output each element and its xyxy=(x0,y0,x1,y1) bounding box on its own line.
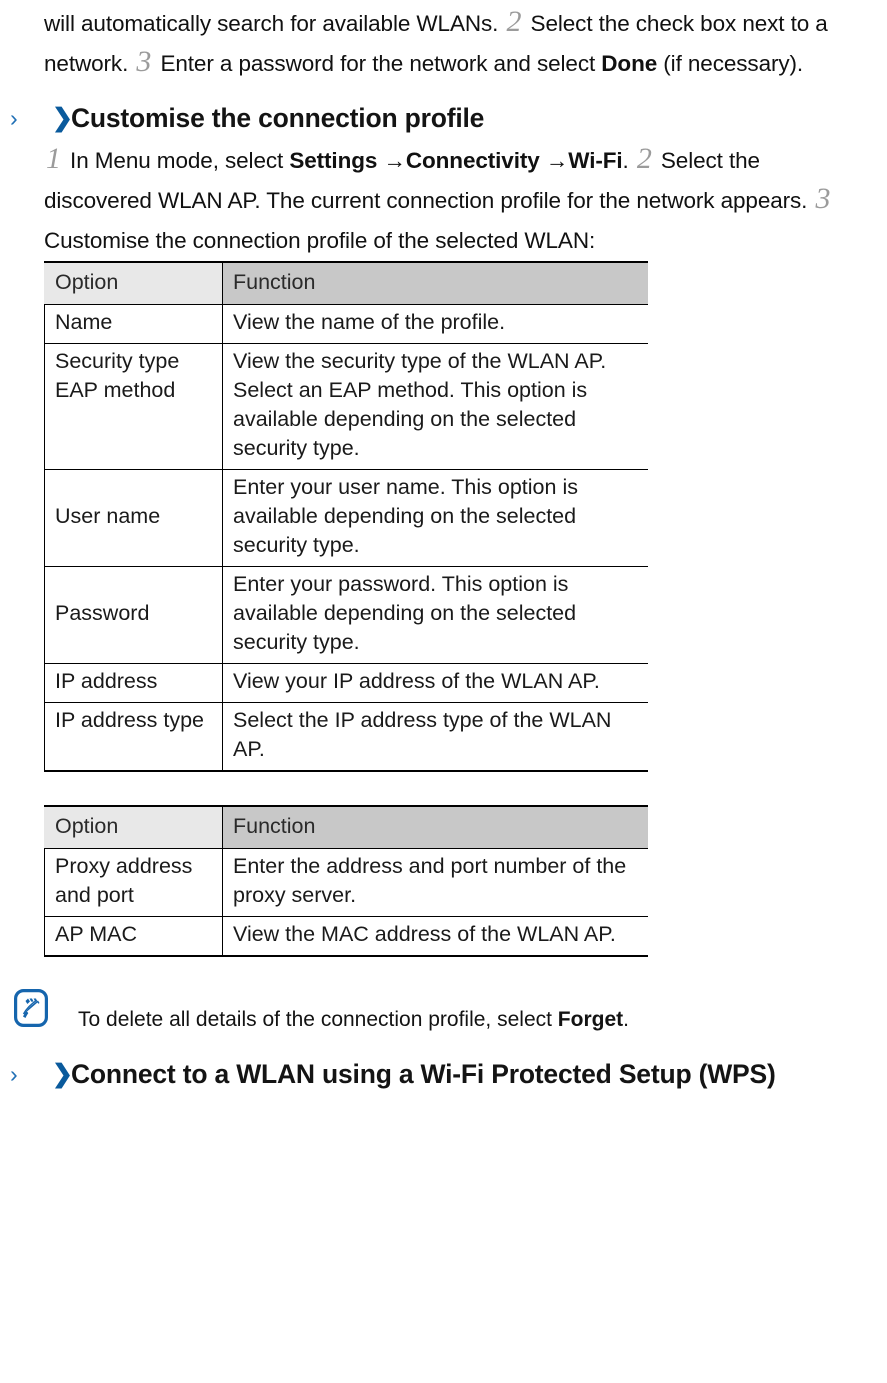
option-ip-address-type: IP address type xyxy=(44,702,223,772)
chevron-right-thin-icon: › xyxy=(10,105,18,131)
note-text-b: . xyxy=(623,1008,629,1031)
arrow-2: → xyxy=(539,148,569,173)
table-row: Name View the name of the profile. xyxy=(44,304,648,344)
table-header-row: Option Function xyxy=(44,261,648,305)
heading-connect-wlan-wps: › ❯ Connect to a WLAN using a Wi-Fi Prot… xyxy=(10,1057,865,1091)
customise-text-b: . xyxy=(622,148,635,173)
table-two-header-function: Function xyxy=(222,805,648,849)
intro-text-b: Select the check box next to a network. xyxy=(44,11,828,76)
function-password: Enter your password. This option is avai… xyxy=(222,566,648,664)
function-ip-address-type: Select the IP address type of the WLAN A… xyxy=(222,702,648,772)
function-security-type-eap-method: View the security type of the WLAN AP. S… xyxy=(222,343,648,470)
table-one-header-option: Option xyxy=(44,261,223,305)
table-row: Proxy address and port Enter the address… xyxy=(44,848,648,917)
table-row: IP address type Select the IP address ty… xyxy=(44,702,648,772)
chevron-right-bold-icon: ❯ xyxy=(52,1060,73,1088)
table-gap xyxy=(44,772,865,805)
option-ap-mac: AP MAC xyxy=(44,916,223,957)
chevron-right-bold-icon: ❯ xyxy=(52,104,73,132)
option-security-type-eap-method: Security type EAP method xyxy=(44,343,223,470)
option-name: Name xyxy=(44,304,223,344)
chevron-right-thin-icon: › xyxy=(10,1061,18,1087)
connectivity-label: Connectivity xyxy=(405,148,540,173)
connection-profile-options-table-continued: Option Function Proxy address and port E… xyxy=(44,805,648,957)
step-number-2b: 2 xyxy=(636,142,652,175)
note-spacer xyxy=(44,1035,865,1049)
function-user-name: Enter your user name. This option is ava… xyxy=(222,469,648,567)
heading-customise-title: Customise the connection profile xyxy=(70,103,485,133)
option-proxy-address-and-port: Proxy address and port xyxy=(44,848,223,917)
note-text-a: To delete all details of the connection … xyxy=(78,1008,558,1031)
intro-paragraph: will automatically search for available … xyxy=(44,0,865,84)
connection-profile-options-table: Option Function Name View the name of th… xyxy=(44,261,648,772)
table-row: Security type EAP method View the securi… xyxy=(44,343,648,470)
note-pen-icon xyxy=(14,989,48,1027)
table-one-wrapper: Option Function Name View the name of th… xyxy=(44,261,865,772)
step-number-1: 1 xyxy=(46,142,61,175)
intro-text-c: Enter a password for the network and sel… xyxy=(154,51,602,76)
function-name: View the name of the profile. xyxy=(222,304,648,344)
table-row: AP MAC View the MAC address of the WLAN … xyxy=(44,916,648,957)
table-row: Password Enter your password. This optio… xyxy=(44,566,648,664)
function-ip-address: View your IP address of the WLAN AP. xyxy=(222,663,648,703)
table-two-header-option: Option xyxy=(44,805,223,849)
heading-customise-connection-profile: › ❯ Customise the connection profile xyxy=(10,101,865,135)
customise-steps-paragraph: 1 In Menu mode, select Settings →Connect… xyxy=(44,141,865,261)
option-ip-address: IP address xyxy=(44,663,223,703)
note-block: To delete all details of the connection … xyxy=(14,983,865,1035)
option-user-name: User name xyxy=(44,469,223,567)
option-password: Password xyxy=(44,566,223,664)
customise-text-d: Customise the connection profile of the … xyxy=(44,228,596,253)
heading-wps-title: Connect to a WLAN using a Wi-Fi Protecte… xyxy=(70,1059,776,1089)
step-number-3: 3 xyxy=(136,45,152,78)
note-text: To delete all details of the connection … xyxy=(48,983,629,1035)
table-row: IP address View your IP address of the W… xyxy=(44,663,648,703)
table-header-row: Option Function xyxy=(44,805,648,849)
function-proxy-address-and-port: Enter the address and port number of the… xyxy=(222,848,648,917)
function-ap-mac: View the MAC address of the WLAN AP. xyxy=(222,916,648,957)
table-row: User name Enter your user name. This opt… xyxy=(44,469,648,567)
settings-label: Settings xyxy=(289,148,378,173)
done-label: Done xyxy=(601,51,658,76)
table-one-header-function: Function xyxy=(222,261,648,305)
customise-text-c: Select the discovered WLAN AP. The curre… xyxy=(44,148,814,213)
step-number-2: 2 xyxy=(506,5,522,38)
wifi-label: Wi-Fi xyxy=(568,148,623,173)
intro-text-d: (if necessary). xyxy=(657,51,804,76)
step-number-3b: 3 xyxy=(815,182,831,215)
customise-text-a: In Menu mode, select xyxy=(63,148,290,173)
intro-text-a: will automatically search for available … xyxy=(44,11,505,36)
table-two-wrapper: Option Function Proxy address and port E… xyxy=(44,805,865,957)
forget-label: Forget xyxy=(557,1008,624,1031)
arrow-1: → xyxy=(377,148,406,173)
